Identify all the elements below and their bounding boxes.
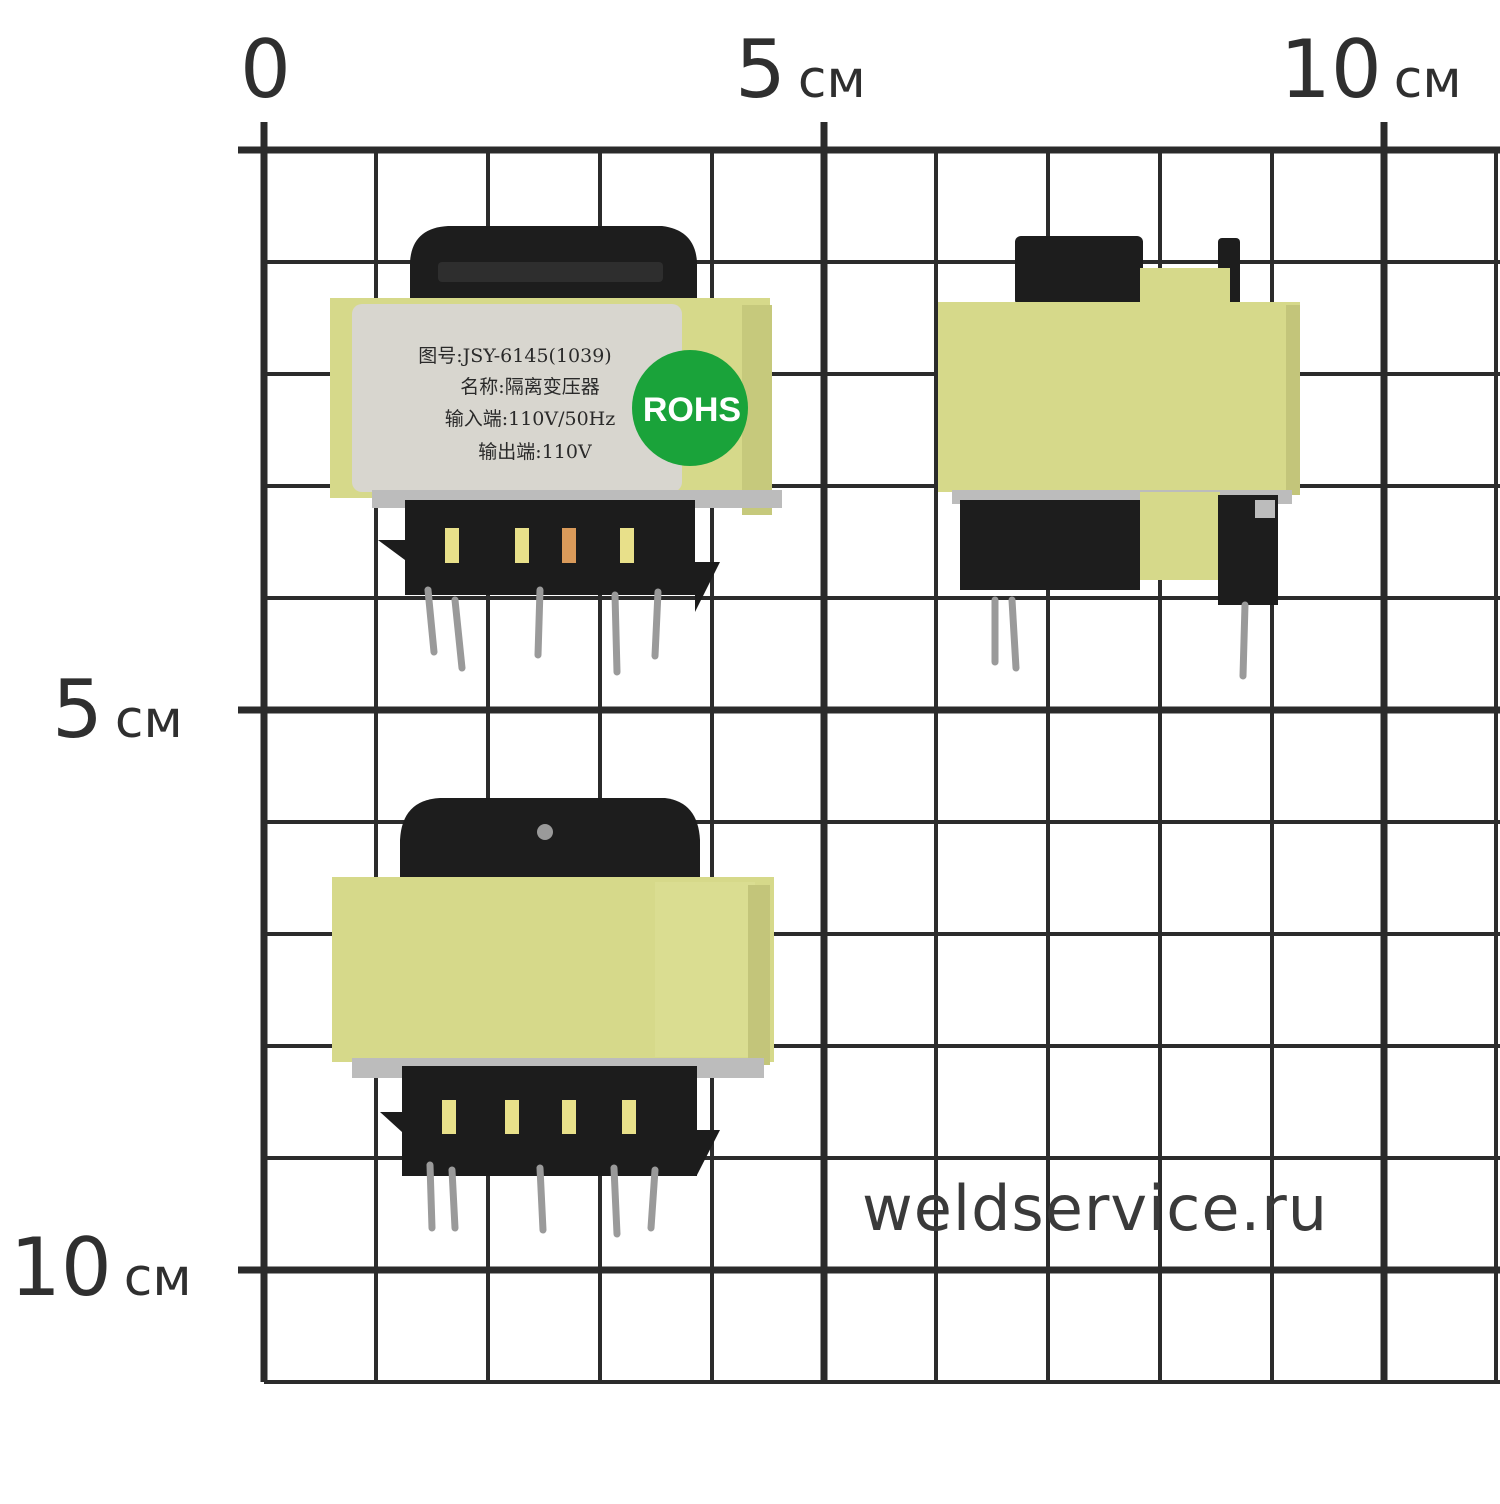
x-label-10-value: 10 — [1280, 23, 1382, 116]
sticker-line-2: 名称:隔离变压器 — [460, 376, 599, 398]
sticker-line-1: 图号:JSY-6145(1039) — [418, 345, 611, 367]
x-label-5-value: 5 — [735, 23, 786, 116]
transformer-side-view — [938, 236, 1300, 680]
sticker-line-3: 输入端:110V/50Hz — [445, 408, 616, 430]
x-label-0-value: 0 — [240, 23, 291, 116]
y-label-5-unit: см — [114, 690, 183, 750]
label-sticker — [352, 304, 682, 492]
x-axis-label-0: 0 — [240, 30, 291, 110]
transformer-front-labeled: 图号:JSY-6145(1039) 名称:隔离变压器 输入端:110V/50Hz… — [330, 226, 782, 676]
x-label-5-unit: см — [797, 50, 866, 110]
y-label-5-value: 5 — [52, 663, 103, 756]
x-label-10-unit: см — [1393, 50, 1462, 110]
watermark-text: weldservice.ru — [862, 1172, 1329, 1245]
y-label-10-unit: см — [123, 1248, 192, 1308]
rohs-badge — [632, 350, 748, 466]
rohs-badge-text: ROHS — [643, 391, 741, 429]
transformer-back-view — [332, 798, 774, 1238]
y-label-10-value: 10 — [10, 1221, 112, 1314]
sticker-line-4: 输出端:110V — [478, 441, 592, 463]
measurement-grid — [238, 122, 1500, 1384]
